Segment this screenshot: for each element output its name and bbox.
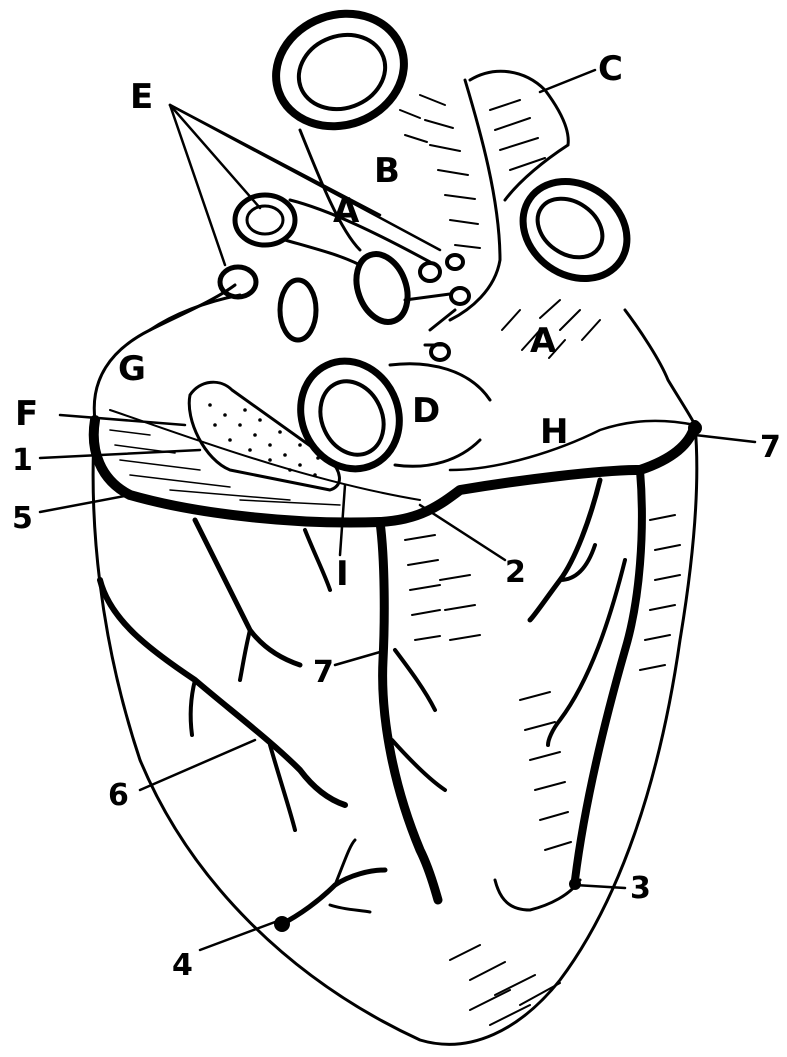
small-vessel-2: [447, 255, 463, 269]
label-d: D: [412, 391, 440, 431]
label-3: 3: [630, 871, 651, 906]
node-4: [274, 916, 290, 932]
leader-c: [540, 70, 595, 92]
pulmonary-vein-2: [220, 267, 256, 297]
apical-sulcus: [495, 880, 580, 910]
label-5: 5: [12, 501, 33, 536]
left-branch-a2: [240, 630, 250, 680]
pulmonary-vein-3: [280, 280, 316, 340]
small-vessel-3: [451, 288, 469, 304]
leader-7a: [695, 435, 755, 442]
leader-7b: [335, 652, 380, 665]
pulmonary-vein-1: [235, 195, 295, 245]
leader-3: [575, 885, 625, 888]
label-4: 4: [172, 948, 193, 983]
label-a-top: A: [333, 191, 360, 231]
label-2: 2: [505, 555, 526, 590]
label-g: G: [118, 349, 146, 389]
aorta-hatching: [490, 100, 545, 170]
leader-5: [40, 495, 130, 512]
coronary-sinus: [189, 382, 339, 490]
left-branch-b: [305, 530, 330, 590]
vena-cava-hatching: [400, 95, 480, 248]
atrium-outline: [94, 295, 240, 420]
label-7-right: 7: [760, 430, 781, 465]
leader-1: [40, 450, 200, 458]
vena-cava-body: [300, 80, 500, 320]
right-branch-a: [530, 480, 600, 620]
label-e: E: [130, 77, 153, 117]
label-f: F: [15, 394, 38, 434]
inferior-vena-cava-lumen: [309, 371, 395, 465]
leader-2: [420, 505, 505, 560]
vena-cava-opening: [260, 0, 420, 144]
label-7-center: 7: [313, 655, 334, 690]
label-1: 1: [12, 443, 33, 478]
label-a-right: A: [530, 321, 557, 361]
leader-e-2: [170, 105, 260, 208]
right-atrium-contour: [625, 310, 695, 425]
leader-f: [60, 415, 185, 425]
label-b: B: [374, 151, 400, 191]
label-c: C: [598, 49, 623, 89]
label-i: I: [336, 554, 349, 594]
node-3: [569, 878, 581, 890]
interventricular-artery: [380, 522, 438, 900]
vessel-a-opening: [504, 162, 646, 299]
pulmonary-vein-1-inner: [247, 206, 283, 234]
right-branch-b: [548, 560, 625, 745]
apex-artery: [280, 870, 385, 925]
pulmonary-vein-4: [347, 247, 416, 329]
leader-lines: [40, 70, 755, 950]
label-6: 6: [108, 778, 129, 813]
left-branch-c2: [191, 680, 195, 735]
vessel-connections: [285, 200, 455, 345]
label-h: H: [540, 412, 568, 452]
small-vessel-1: [420, 263, 440, 281]
node-7-right: [688, 421, 702, 435]
left-branch-c: [100, 580, 345, 805]
leader-6: [140, 740, 255, 790]
iv-branch-1: [395, 650, 435, 710]
